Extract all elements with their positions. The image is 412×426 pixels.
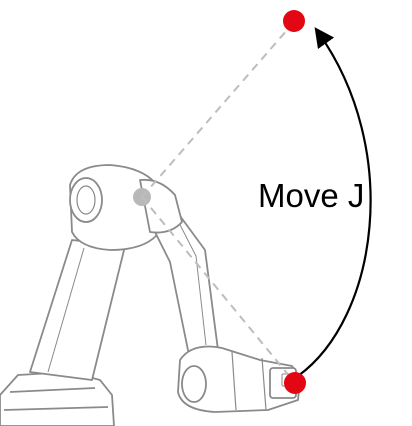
path-line-target bbox=[141, 21, 295, 198]
target-waypoint-red-dot-icon bbox=[283, 10, 305, 32]
curved-arrow-icon bbox=[297, 27, 372, 377]
start-waypoint-red-dot-icon bbox=[284, 372, 306, 394]
move-j-label: Move J bbox=[258, 177, 364, 214]
dashed-path-lines bbox=[141, 21, 296, 384]
robot-base bbox=[0, 371, 115, 426]
robot-elbow-joint bbox=[139, 178, 183, 234]
robot-arm bbox=[0, 164, 301, 426]
path-line-current bbox=[141, 196, 296, 384]
robot-lower-link bbox=[29, 239, 126, 381]
